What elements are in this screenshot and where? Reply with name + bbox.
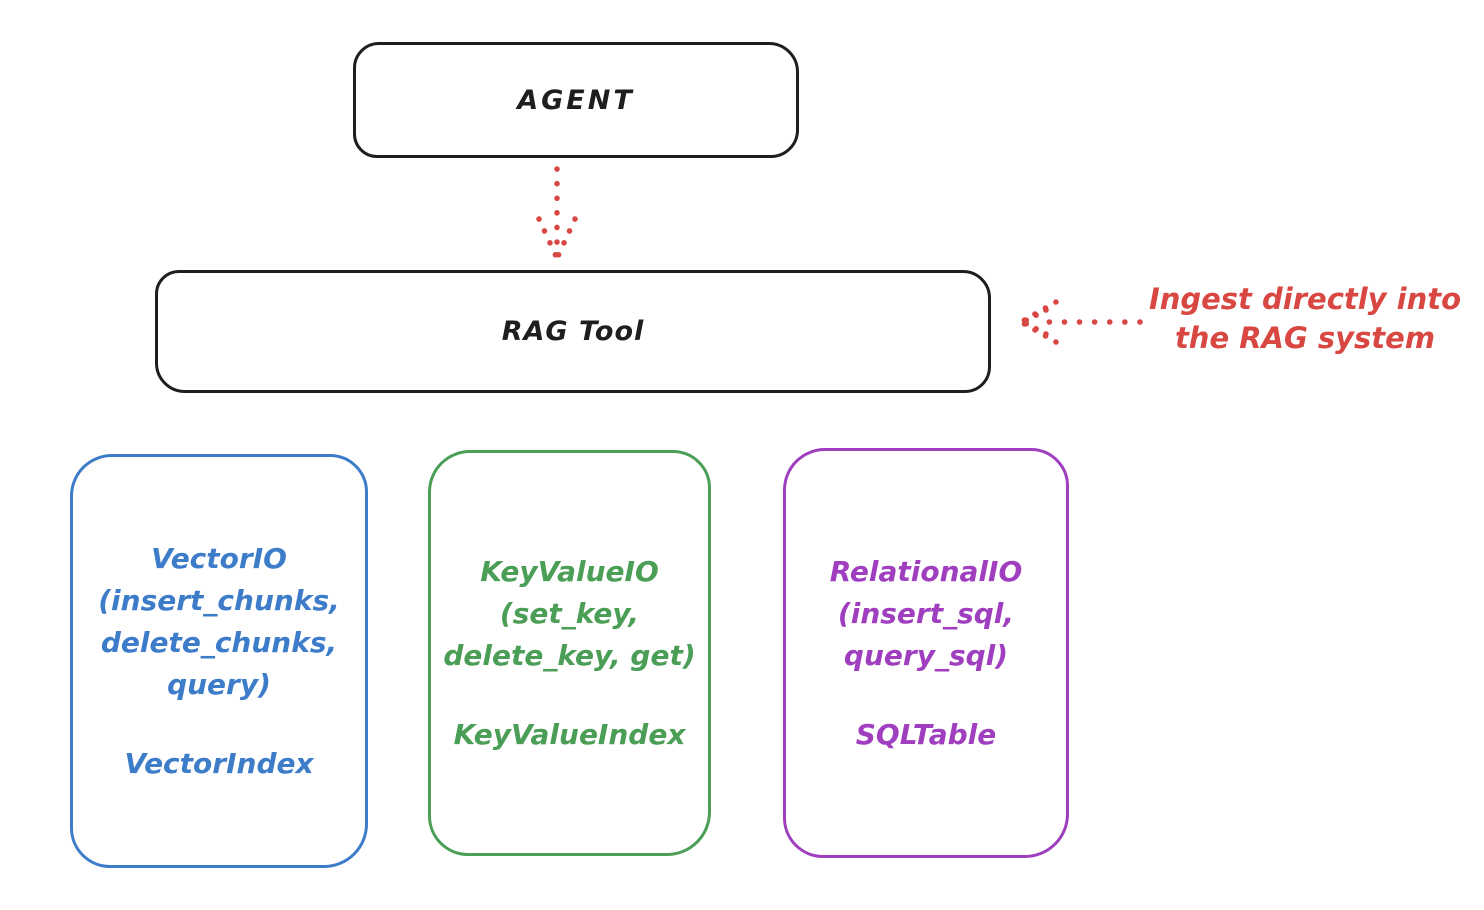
keyvalue-io-box: KeyValueIO (set_key, delete_key, get) Ke…: [428, 450, 711, 856]
vector-io-line: delete_chunks,: [100, 625, 338, 659]
arrow-annotation-to-ragtool-icon: [1018, 299, 1143, 345]
relational-io-functions: RelationalIO (insert_sql, query_sql): [830, 551, 1023, 677]
vector-io-line: VectorIO: [151, 541, 287, 575]
rag-tool-box-label: RAG Tool: [501, 316, 645, 347]
keyvalue-index-label: KeyValueIndex: [453, 717, 686, 751]
keyvalue-io-line: delete_key, get): [443, 638, 696, 672]
relational-io-line: RelationalIO: [829, 554, 1023, 588]
keyvalue-io-line: KeyValueIO: [480, 554, 659, 588]
ingest-annotation-line-1: Ingest directly into: [1148, 282, 1462, 316]
relational-io-line: query_sql): [843, 638, 1009, 672]
sql-table-label: SQLTable: [855, 717, 997, 751]
vector-io-box: VectorIO (insert_chunks, delete_chunks, …: [70, 454, 368, 868]
keyvalue-io-functions: KeyValueIO (set_key, delete_key, get): [443, 551, 695, 677]
rag-tool-box: RAG Tool: [155, 270, 991, 393]
vector-index-label: VectorIndex: [124, 746, 314, 780]
vector-io-line: (insert_chunks,: [98, 583, 340, 617]
relational-io-line: (insert_sql,: [837, 596, 1015, 630]
arrow-agent-to-ragtool-icon: [536, 166, 578, 259]
ingest-annotation: Ingest directly into the RAG system: [1140, 280, 1470, 358]
vector-io-functions: VectorIO (insert_chunks, delete_chunks, …: [98, 538, 340, 706]
relational-io-box: RelationalIO (insert_sql, query_sql) SQL…: [783, 448, 1069, 858]
vector-io-line: query): [167, 667, 271, 701]
keyvalue-io-line: (set_key,: [499, 596, 640, 630]
agent-box-label: AGENT: [517, 84, 635, 116]
ingest-annotation-line-2: the RAG system: [1174, 321, 1436, 355]
agent-box: AGENT: [353, 42, 799, 158]
